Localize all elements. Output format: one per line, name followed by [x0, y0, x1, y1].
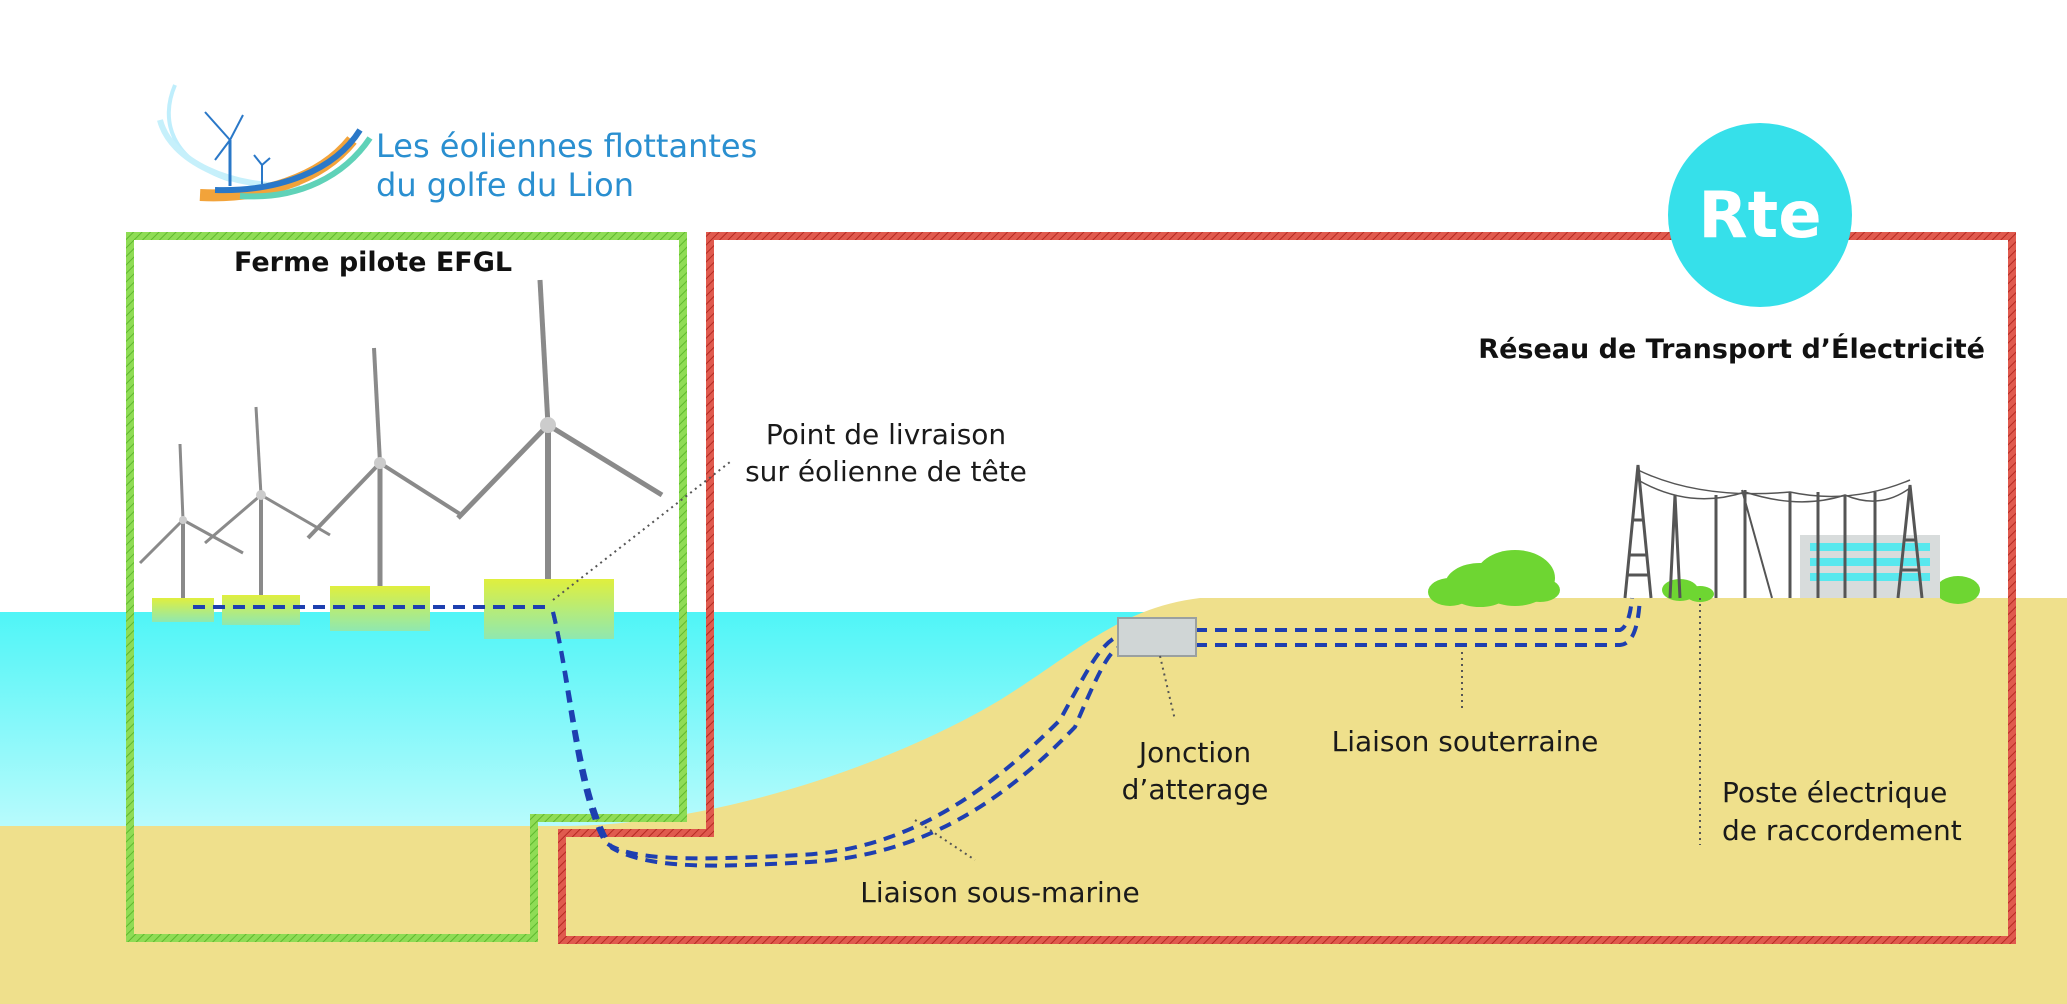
- submarine-cable: [551, 611, 1119, 861]
- label-jonction-1: Jonction: [1137, 736, 1251, 769]
- label-liaison-souterraine: Liaison souterraine: [1332, 725, 1599, 758]
- turbine-1: [138, 443, 244, 622]
- logo-line-2: du golfe du Lion: [376, 166, 634, 204]
- efgl-logo: Les éoliennes flottantes du golfe du Lio…: [157, 84, 757, 204]
- label-liaison-sous-marine: Liaison sous-marine: [860, 876, 1140, 909]
- label-point-livraison-1: Point de livraison: [766, 418, 1006, 451]
- ground: [0, 598, 2067, 1004]
- landing-junction-box: [1117, 617, 1197, 657]
- cables: [193, 597, 1642, 868]
- label-point-livraison-2: sur éolienne de tête: [745, 455, 1027, 488]
- pylons: [1623, 464, 1924, 599]
- turbine-4: [456, 279, 664, 639]
- rte-zone-frame: [558, 232, 2016, 944]
- submarine-cable-2: [551, 611, 1120, 868]
- label-poste-1: Poste électrique: [1722, 776, 1947, 809]
- logo-line-1: Les éoliennes flottantes: [376, 127, 757, 165]
- efgl-zone-frame: [126, 232, 687, 942]
- turbine-3: [306, 347, 462, 631]
- underground-cable-2: [1195, 597, 1642, 647]
- efgl-zone-title: Ferme pilote EFGL: [234, 247, 512, 278]
- turbine-2: [204, 406, 331, 625]
- label-jonction-2: d’atterage: [1122, 773, 1269, 806]
- rte-logo-text: Rte: [1698, 179, 1821, 253]
- rte-zone-title: Réseau de Transport d’Électricité: [1478, 333, 1985, 365]
- bushes-left: [1428, 550, 1560, 607]
- leader-lines: [552, 461, 1701, 861]
- rte-logo: Rte: [1668, 123, 1852, 307]
- underground-cable-1: [1195, 597, 1634, 632]
- label-poste-2: de raccordement: [1722, 814, 1962, 847]
